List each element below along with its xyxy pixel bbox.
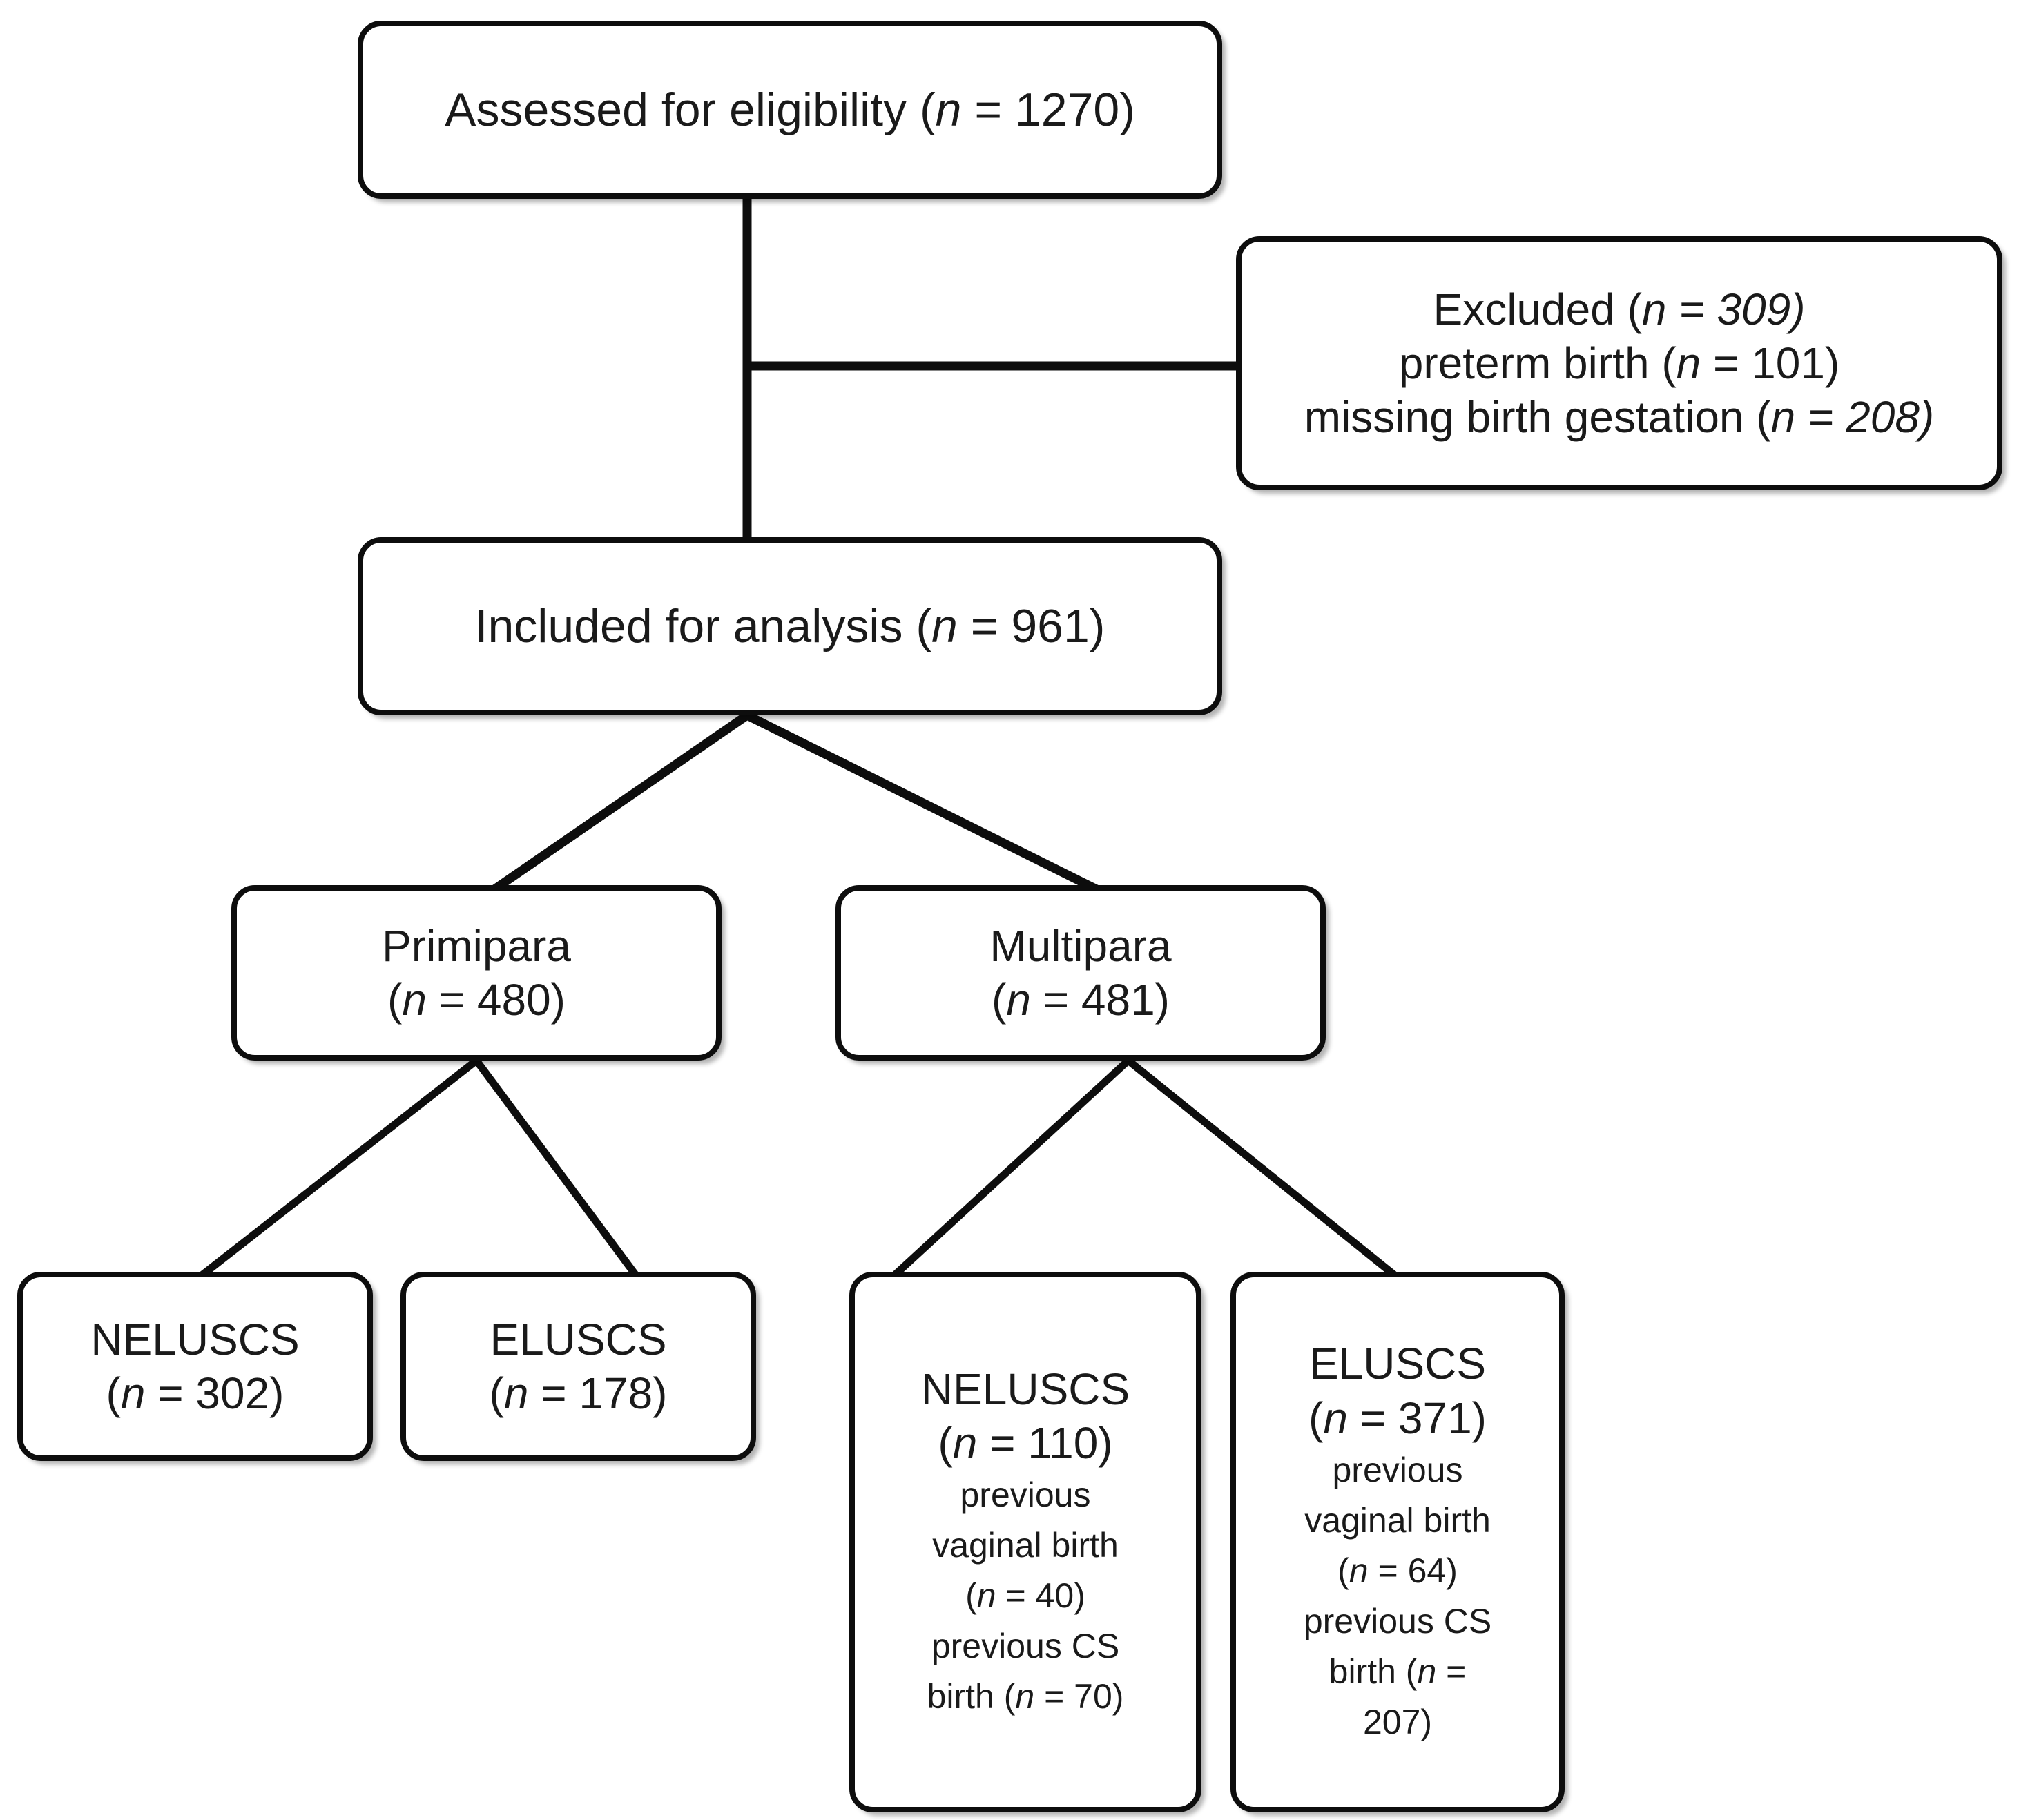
connector-primipara-to-eluscs — [473, 1058, 653, 1297]
node-line: Primipara — [382, 920, 571, 971]
node-line: preterm birth (n = 101) — [1398, 338, 1840, 388]
node-primipara[interactable]: Primipara (n = 480) — [231, 885, 722, 1061]
connector-multipara-to-eluscs — [1126, 1057, 1409, 1288]
node-multipara-neluscs[interactable]: NELUSCS (n = 110) previous vaginal birth… — [849, 1272, 1201, 1812]
node-line: (n = 480) — [387, 975, 566, 1025]
node-assessed-for-eligibility[interactable]: Assessed for eligibility (n = 1270) — [358, 21, 1222, 199]
node-line: vaginal birth — [932, 1526, 1119, 1565]
node-line: ELUSCS — [490, 1314, 667, 1364]
node-line: NELUSCS — [920, 1364, 1130, 1414]
node-line: (n = 302) — [106, 1368, 284, 1418]
node-primipara-eluscs[interactable]: ELUSCS (n = 178) — [400, 1272, 756, 1461]
connector-included-to-multipara — [745, 711, 1099, 893]
node-line: (n = 40) — [965, 1576, 1085, 1616]
node-line: (n = 110) — [938, 1418, 1113, 1468]
connector-multipara-to-neluscs — [888, 1057, 1131, 1282]
node-primipara-neluscs[interactable]: NELUSCS (n = 302) — [17, 1272, 373, 1461]
node-line: birth (n = — [1329, 1652, 1467, 1691]
node-line: (n = 371) — [1308, 1393, 1487, 1443]
node-line: Excluded (n = 309) — [1433, 284, 1806, 334]
node-line: NELUSCS — [90, 1314, 300, 1364]
node-line: missing birth gestation (n = 208) — [1304, 392, 1935, 443]
node-line: previous CS — [931, 1627, 1120, 1666]
node-line: (n = 178) — [489, 1368, 668, 1418]
node-line: birth (n = 70) — [927, 1677, 1124, 1716]
node-excluded[interactable]: Excluded (n = 309) preterm birth (n = 10… — [1236, 236, 2002, 490]
node-line: vaginal birth — [1304, 1500, 1491, 1540]
node-line: Included for analysis (n = 961) — [474, 599, 1105, 652]
connector-primipara-to-neluscs — [198, 1057, 479, 1279]
node-multipara-eluscs[interactable]: ELUSCS (n = 371) previous vaginal birth … — [1230, 1272, 1565, 1812]
node-included-for-analysis[interactable]: Included for analysis (n = 961) — [358, 537, 1222, 715]
node-line: (n = 64) — [1337, 1551, 1458, 1590]
node-line: previous CS — [1303, 1601, 1492, 1640]
node-multipara[interactable]: Multipara (n = 481) — [835, 885, 1326, 1061]
node-line: Assessed for eligibility (n = 1270) — [445, 83, 1135, 136]
node-line: 207) — [1362, 1702, 1433, 1741]
node-line: previous — [1332, 1450, 1463, 1489]
node-line: (n = 481) — [992, 975, 1170, 1025]
connector-included-to-primipara — [492, 711, 750, 893]
node-line: ELUSCS — [1308, 1339, 1487, 1389]
node-line: previous — [960, 1475, 1091, 1515]
node-line: Multipara — [989, 920, 1172, 971]
